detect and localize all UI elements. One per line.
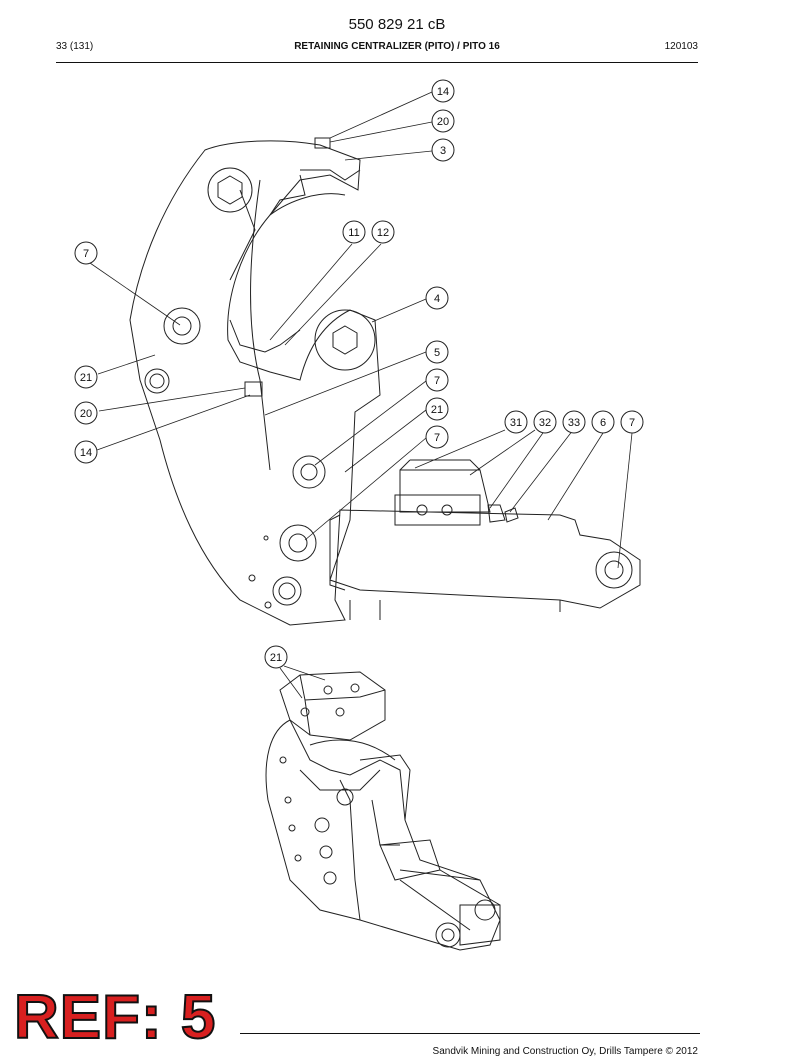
centralizer-side-view — [129, 137, 641, 626]
svg-text:21: 21 — [431, 404, 443, 416]
callout-4: 4 — [425, 286, 449, 310]
centralizer-isometric-view — [265, 671, 501, 951]
callout-11: 11 — [342, 220, 366, 244]
page-number: 33 (131) — [56, 41, 94, 52]
callout-20-left: 20 — [74, 401, 98, 425]
svg-text:21: 21 — [270, 652, 282, 664]
leader-lines — [89, 91, 633, 699]
footer-copyright: Sandvik Mining and Construction Oy, Dril… — [432, 1046, 698, 1057]
callout-21-mid: 21 — [425, 397, 449, 421]
svg-text:14: 14 — [437, 86, 449, 98]
svg-text:20: 20 — [80, 408, 92, 420]
callout-32: 32 — [533, 410, 557, 434]
callout-3: 3 — [431, 138, 455, 162]
svg-text:31: 31 — [510, 417, 522, 429]
svg-text:7: 7 — [434, 375, 440, 387]
svg-text:4: 4 — [434, 293, 440, 305]
callout-6: 6 — [591, 410, 615, 434]
svg-text:7: 7 — [83, 248, 89, 260]
page-title: RETAINING CENTRALIZER (PITO) / PITO 16 — [294, 41, 500, 52]
document-date: 120103 — [664, 41, 698, 52]
ref-stamp: REF: 5 — [13, 982, 217, 1053]
svg-text:7: 7 — [629, 417, 635, 429]
header-rule — [56, 62, 698, 63]
callout-7-left: 7 — [74, 241, 98, 265]
svg-text:20: 20 — [437, 116, 449, 128]
svg-text:11: 11 — [348, 227, 359, 239]
callout-12: 12 — [371, 220, 395, 244]
svg-text:5: 5 — [434, 347, 440, 359]
svg-text:7: 7 — [434, 432, 440, 444]
callout-20-top: 20 — [431, 109, 455, 133]
pivot-bolts — [144, 167, 633, 609]
svg-text:12: 12 — [377, 227, 389, 239]
callout-21-iso: 21 — [264, 645, 288, 669]
callout-5: 5 — [425, 340, 449, 364]
svg-text:3: 3 — [440, 145, 446, 157]
callout-14-left: 14 — [74, 440, 98, 464]
callout-7-mid2: 7 — [425, 425, 449, 449]
svg-text:14: 14 — [80, 447, 92, 459]
callout-31: 31 — [504, 410, 528, 434]
callout-7-right: 7 — [620, 410, 644, 434]
part-callouts: 14 20 3 11 12 7 4 5 21 7 20 21 14 7 31 3… — [74, 79, 644, 669]
callout-33: 33 — [562, 410, 586, 434]
svg-text:21: 21 — [80, 372, 92, 384]
callout-21-left: 21 — [74, 365, 98, 389]
svg-text:33: 33 — [568, 417, 580, 429]
svg-text:6: 6 — [600, 417, 606, 429]
document-number: 550 829 21 cB — [348, 16, 446, 33]
svg-text:32: 32 — [539, 417, 551, 429]
footer-rule — [240, 1033, 700, 1034]
callout-14-top: 14 — [431, 79, 455, 103]
callout-7-mid1: 7 — [425, 368, 449, 392]
